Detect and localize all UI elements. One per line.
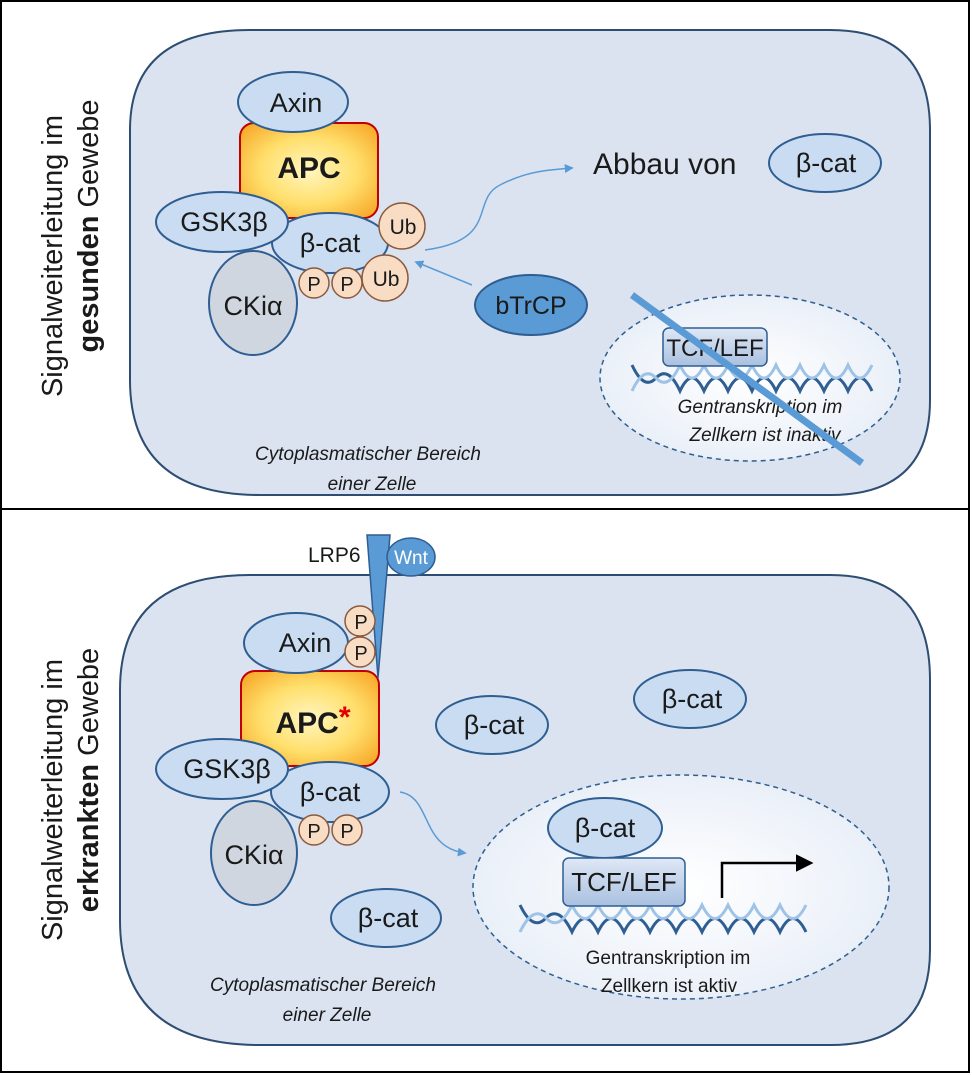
free-bcat-label-3: β-cat: [358, 903, 419, 933]
apc-label-healthy: APC: [277, 152, 340, 185]
apc-label-diseased: APC*: [275, 701, 350, 740]
bcat-label-healthy: β-cat: [300, 228, 361, 258]
nucleus-bcat-label: β-cat: [575, 813, 636, 843]
abbau-text: Abbau von: [593, 148, 736, 181]
axin-label-diseased: Axin: [279, 628, 332, 658]
phospho-dot-diseased-2: [331, 814, 363, 846]
gsk3b-label-diseased: GSK3β: [183, 754, 271, 784]
ubiquitin-label-healthy-1: Ub: [390, 216, 417, 239]
phospho-axin-dot-1: [344, 605, 376, 637]
ubiquitin-dot-healthy-2: [361, 254, 409, 302]
lrp6-receptor: [366, 534, 391, 679]
cyto-label-diseased-1: Cytoplasmatischer Bereich: [210, 975, 436, 996]
wnt-label: Wnt: [394, 548, 429, 569]
axin-protein-healthy: [237, 71, 349, 133]
btrcp-label: bTrCP: [495, 292, 566, 320]
phospho-label-healthy-2: P: [340, 274, 353, 296]
ubiquitin-label-healthy-2: Ub: [373, 268, 400, 291]
abbau-bcat-label: β-cat: [796, 148, 857, 178]
gsk3b-protein-healthy: [155, 191, 289, 253]
phospho-label-diseased-1: P: [307, 821, 320, 843]
cki-label-diseased: CKiα: [224, 840, 283, 870]
phospho-label-diseased-2: P: [340, 821, 353, 843]
side-label-diseased-line2: erkrankten Gewebe: [73, 648, 105, 912]
cki-label-healthy: CKiα: [223, 291, 282, 321]
dna-helix-diseased: [518, 901, 808, 936]
transcription-arrow: [720, 854, 814, 898]
translocation-arrow: [399, 791, 467, 857]
abbau-bcat-protein: [768, 133, 882, 193]
bcat-protein-diseased: [270, 761, 390, 823]
btrcp-arrow: [414, 260, 473, 286]
free-bcat-protein-1: [435, 695, 549, 755]
dna-strand-healthy-a: [630, 364, 874, 395]
apc-label-diseased-text: APC: [275, 707, 338, 740]
cki-protein-diseased: [210, 800, 298, 906]
side-label-healthy-post: Gewebe: [73, 99, 105, 207]
apc-mutation-mark: *: [339, 701, 351, 734]
nucleus-healthy-text-1: Gentranskription im: [678, 397, 843, 418]
cyto-label-healthy-1: Cytoplasmatischer Bereich: [255, 444, 481, 465]
free-bcat-protein-3: [330, 888, 442, 948]
gsk3b-protein-diseased: [155, 738, 289, 800]
phospho-axin-label-2: P: [354, 643, 367, 665]
cyto-label-healthy-2: einer Zelle: [328, 474, 417, 495]
panel-diseased: Signalweiterleitung im erkrankten Gewebe…: [37, 534, 931, 1046]
btrcp-protein: [474, 274, 588, 336]
lrp6-label: LRP6: [308, 544, 361, 567]
gsk3b-label-healthy: GSK3β: [180, 207, 268, 237]
dna-strand-diseased-b: [518, 901, 808, 933]
nucleus-diseased-text-2: Zellkern ist aktiv: [601, 976, 738, 997]
nucleus-healthy-text-2: Zellkern ist inaktiv: [689, 425, 842, 446]
free-bcat-label-1: β-cat: [464, 710, 525, 740]
phospho-axin-dot-2: [344, 636, 376, 668]
tcf-label-diseased: TCF/LEF: [571, 867, 676, 897]
side-label-healthy-bold: gesunden: [73, 216, 105, 353]
bcat-label-diseased: β-cat: [300, 777, 361, 807]
degradation-arrow: [424, 164, 574, 251]
side-label-diseased-bold: erkrankten: [73, 764, 105, 912]
phospho-axin-label-1: P: [354, 612, 367, 634]
cyto-label-diseased-2: einer Zelle: [283, 1005, 372, 1026]
cki-protein-healthy: [208, 250, 298, 356]
phospho-dot-healthy-1: [298, 267, 330, 299]
panel-healthy: Signalweiterleitung im gesunden Gewebe A…: [37, 29, 931, 496]
inactive-strike-line: [629, 292, 865, 466]
axin-label-healthy: Axin: [270, 88, 323, 118]
wnt-ligand: [386, 537, 436, 577]
free-bcat-label-2: β-cat: [662, 684, 723, 714]
nucleus-diseased-text-1: Gentranskription im: [586, 948, 751, 969]
phospho-label-healthy-1: P: [307, 274, 320, 296]
side-label-diseased-line1: Signalweiterleitung im: [37, 659, 69, 941]
phospho-dot-diseased-1: [298, 814, 330, 846]
ubiquitin-dot-healthy-1: [378, 202, 426, 250]
side-label-healthy-line1: Signalweiterleitung im: [37, 115, 69, 397]
side-label-healthy-line2: gesunden Gewebe: [73, 99, 105, 352]
side-label-diseased-post: Gewebe: [73, 648, 105, 756]
free-bcat-protein-2: [633, 669, 747, 729]
tcf-box-diseased: [562, 857, 686, 907]
